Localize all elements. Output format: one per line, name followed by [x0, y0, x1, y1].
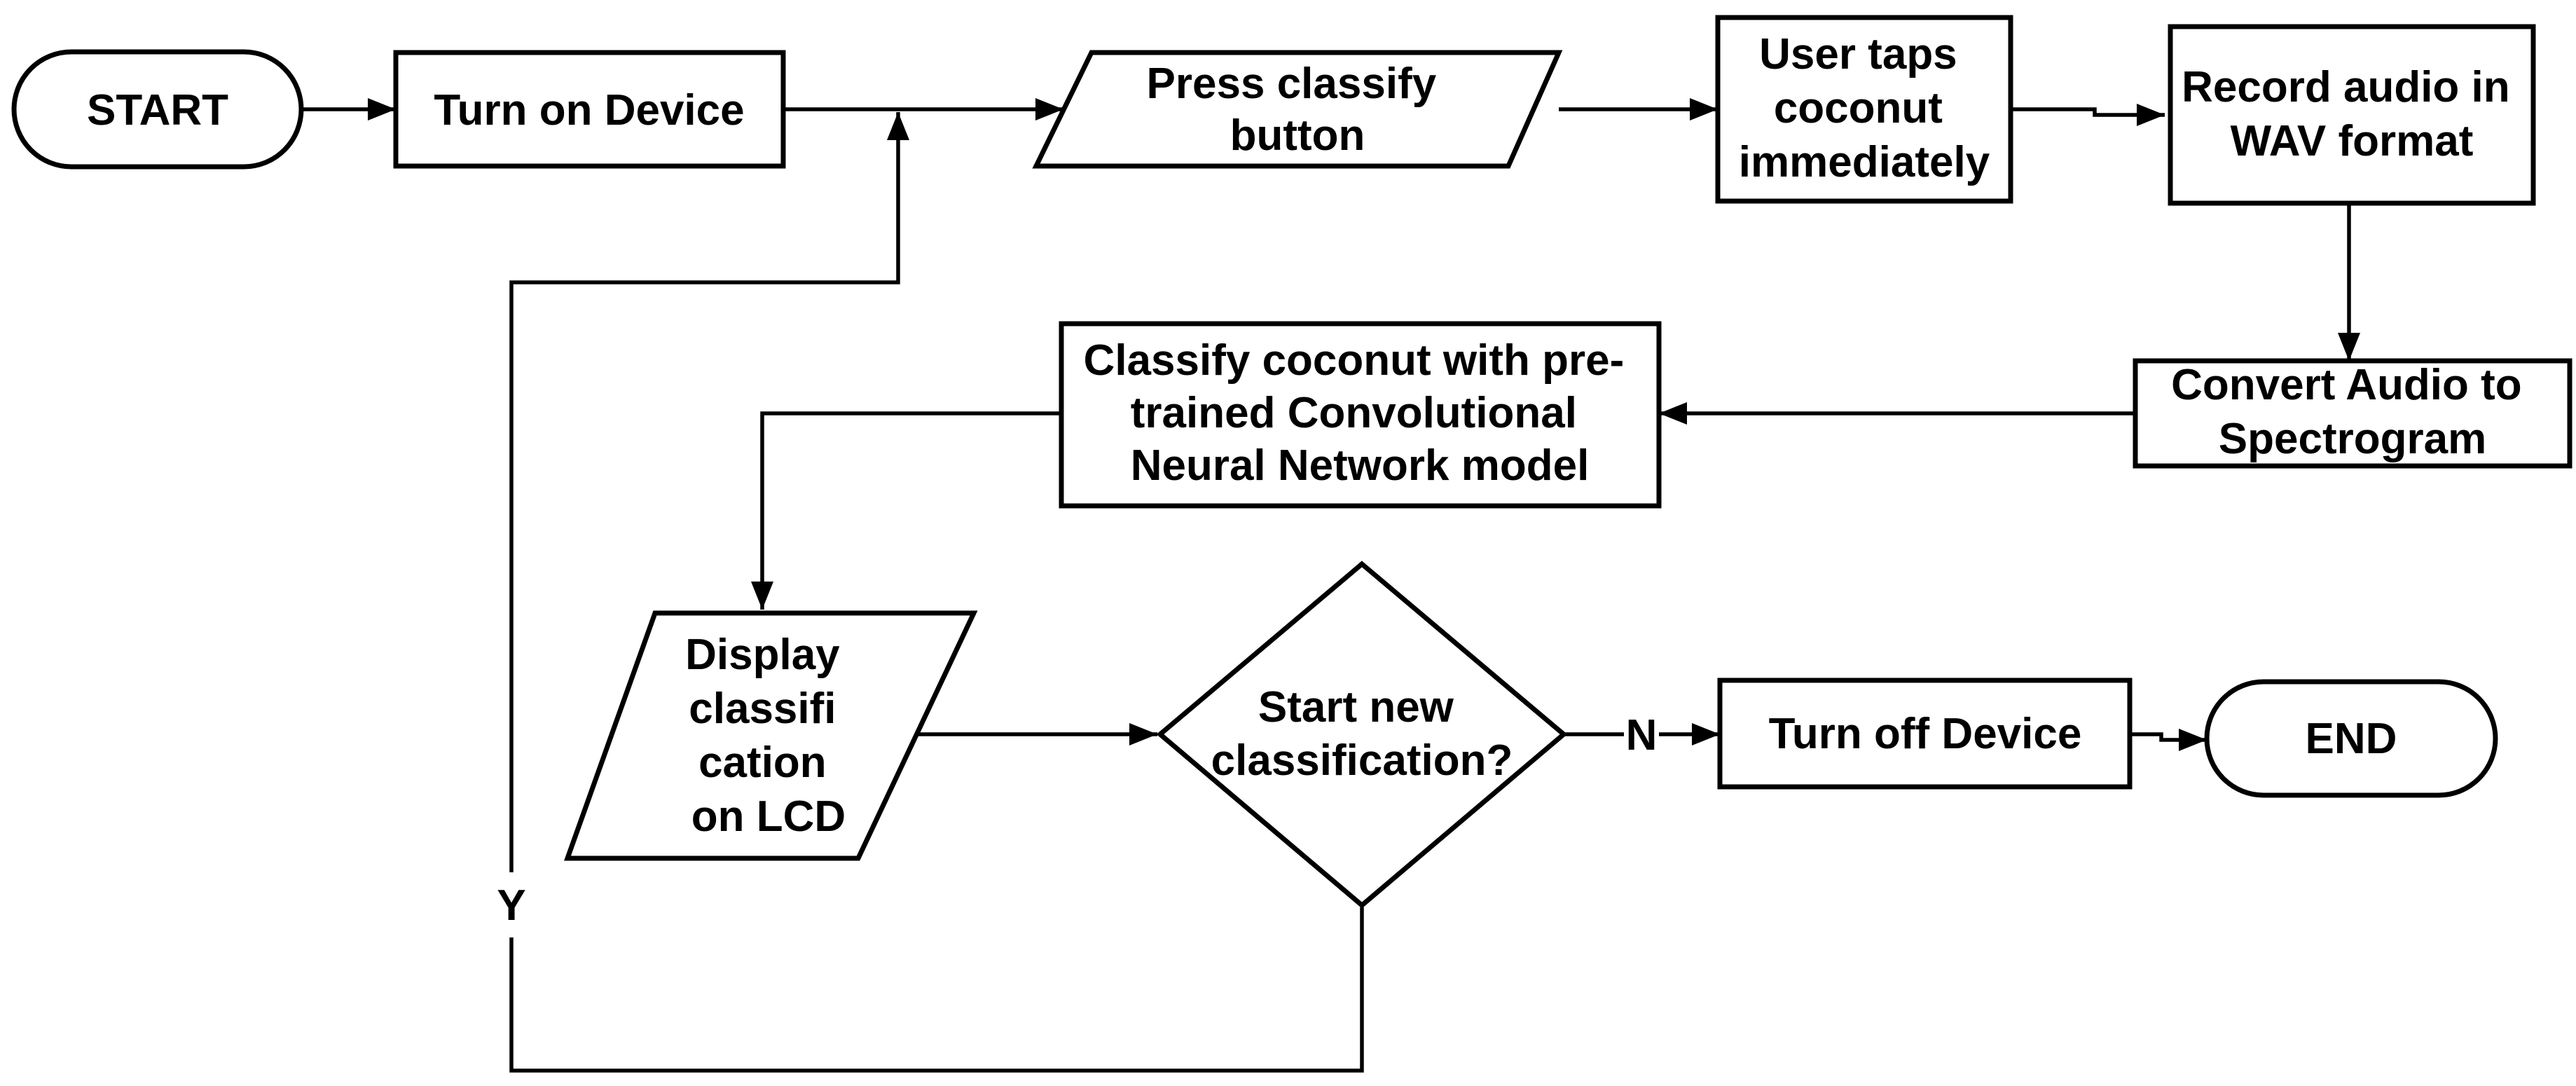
arrow-user-taps-to-record-audio [2011, 104, 2165, 126]
node-convert-audio-line-2: Spectrogram [2219, 415, 2486, 463]
node-user-taps-line-3: immediately [1739, 138, 1990, 186]
svg-text:Convert Audio to Spectro: Convert Audio to Spectrogram [2171, 361, 2534, 463]
svg-text:Turn off Device: Turn off Device [1769, 710, 2082, 758]
node-end-label: END [2306, 715, 2397, 763]
node-user-taps-line-1: User taps [1759, 30, 1957, 78]
node-user-taps-line-2: coconut [1774, 84, 1943, 132]
svg-text:END: END [2306, 715, 2397, 763]
node-turn-off-device: Turn off Device [1717, 678, 2133, 790]
svg-text:User taps coconut: User taps coconut immediately [1739, 30, 1990, 186]
node-decision: Start new classification? [1156, 561, 1568, 909]
svg-text:Display classifi c: Display classifi cation on LCD [685, 631, 852, 841]
svg-text:Record audio in WAV form: Record audio in WAV format [2182, 63, 2522, 165]
svg-text:Classify coconut with pre-: Classify coconut with pre- trained Convo… [1084, 336, 1637, 490]
svg-text:Start new classification: Start new classification? [1211, 683, 1513, 785]
node-record-audio-line-2: WAV format [2231, 117, 2474, 165]
node-display-lcd-line-4: on LCD [691, 792, 846, 841]
node-turn-on-label: Turn on Device [434, 86, 744, 135]
node-convert-audio: Convert Audio to Spectrogram [2133, 358, 2572, 469]
arrow-classify-to-display [751, 411, 1061, 610]
svg-text:N: N [1626, 711, 1658, 759]
svg-text:Turn on Device: Turn on Device [434, 86, 744, 135]
node-display-lcd-line-3: cation [698, 738, 827, 787]
arrow-loop-yes-upper [509, 112, 909, 872]
node-decision-line-2: classification? [1211, 736, 1513, 785]
node-turn-on-device: Turn on Device [393, 50, 786, 169]
node-classify-cnn-line-1: Classify coconut with pre- [1084, 336, 1625, 385]
node-display-lcd: Display classifi cation on LCD [564, 610, 978, 861]
edge-label-no: N [1626, 711, 1658, 759]
node-classify-cnn-line-3: Neural Network model [1131, 441, 1590, 490]
node-record-audio-line-1: Record audio in [2182, 63, 2509, 111]
edge-label-yes: Y [497, 881, 525, 930]
node-end: END [2204, 679, 2498, 798]
svg-text:Y: Y [497, 881, 525, 930]
node-convert-audio-line-1: Convert Audio to [2171, 361, 2522, 409]
node-classify-cnn-line-2: trained Convolutional [1131, 389, 1577, 437]
node-start-label: START [87, 86, 228, 135]
arrow-turn-off-to-end [2130, 729, 2207, 751]
connectors [301, 98, 2360, 1073]
node-press-classify-line-2: button [1230, 111, 1365, 160]
node-decision-line-1: Start new [1258, 683, 1454, 731]
loop-yes-lower [509, 907, 1364, 1073]
svg-text:Press classify button: Press classify button [1147, 60, 1449, 160]
node-display-lcd-line-1: Display [685, 631, 840, 679]
node-press-classify-line-1: Press classify [1147, 60, 1437, 108]
node-record-audio: Record audio in WAV format [2168, 24, 2536, 206]
node-start: START [11, 49, 304, 170]
node-user-taps: User taps coconut immediately [1715, 15, 2013, 204]
node-display-lcd-line-2: classifi [689, 685, 836, 733]
node-press-classify: Press classify button [1032, 50, 1563, 169]
svg-text:START: START [87, 86, 228, 135]
node-turn-off-label: Turn off Device [1769, 710, 2082, 758]
node-classify-cnn: Classify coconut with pre- trained Convo… [1059, 321, 1662, 509]
